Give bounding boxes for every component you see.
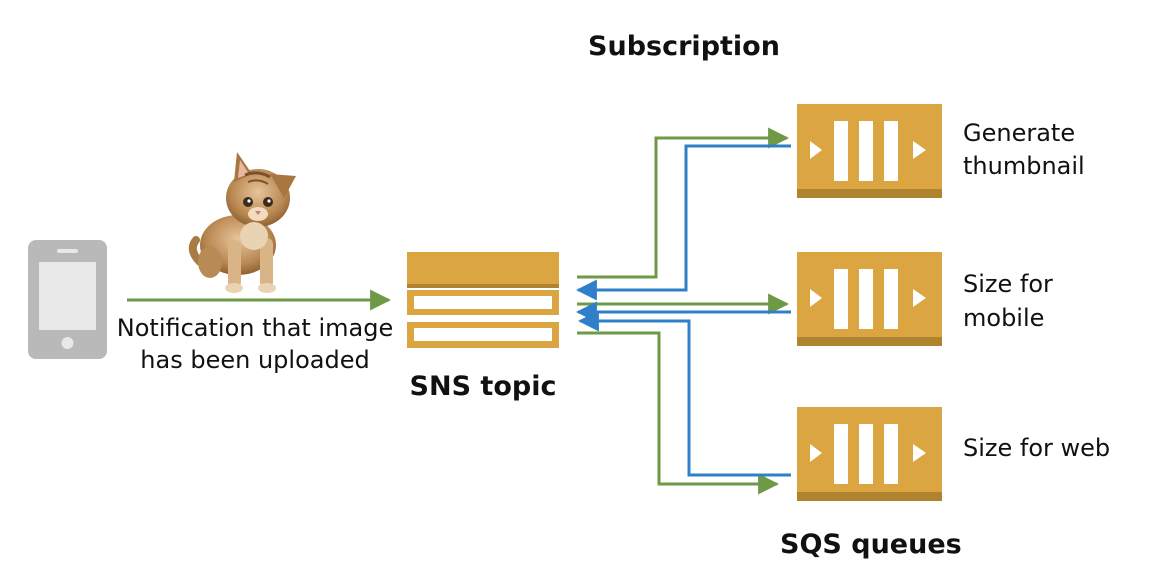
mobile-phone-icon xyxy=(28,240,107,359)
sqs-queue-icon xyxy=(797,104,942,198)
fanout-arrows-green xyxy=(577,127,790,495)
sns-topic-icon xyxy=(407,252,559,348)
kitten-photo xyxy=(188,152,296,293)
queue-label-line1: Size for xyxy=(963,270,1053,298)
sqs-queues-label: SQS queues xyxy=(780,529,962,560)
queue-label-line1: Generate xyxy=(963,119,1076,147)
sns-topic-label: SNS topic xyxy=(409,371,557,402)
notification-label-line2: has been uploaded xyxy=(140,346,370,374)
subscription-label: Subscription xyxy=(588,31,780,62)
queue-label-line2: thumbnail xyxy=(963,152,1085,180)
queue-label-line2: mobile xyxy=(963,304,1045,332)
notification-label-line1: Notification that image xyxy=(116,314,394,342)
queue-label-line1: Size for web xyxy=(963,434,1111,462)
sqs-queue-icon xyxy=(797,252,942,346)
subscription-arrows-blue xyxy=(575,144,791,477)
sqs-queue-icon xyxy=(797,407,942,501)
